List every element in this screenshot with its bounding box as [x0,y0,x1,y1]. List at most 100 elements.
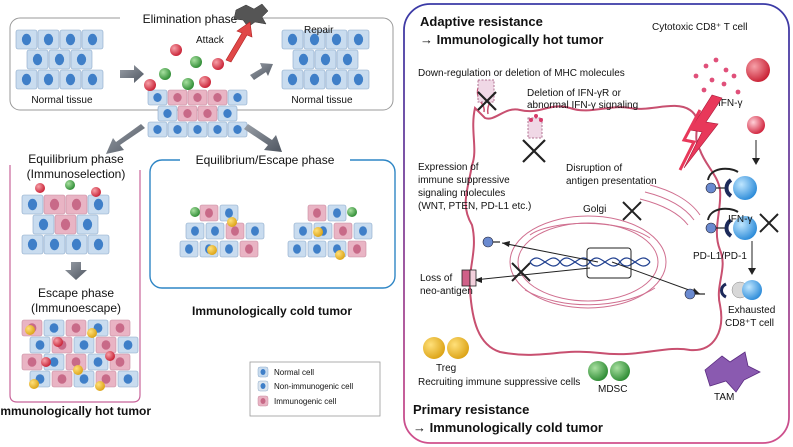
ifn-gamma-molecule [723,67,729,73]
immune-cell [190,207,200,217]
cell-nucleus [115,357,125,367]
cell-nucleus [71,357,81,367]
cell-nucleus [331,73,342,86]
immune-cell [335,250,345,260]
elimination-phase-title: Elimination phase [143,12,238,26]
escape-phase-subtitle: (Immunoescape) [31,301,121,315]
cell-nucleus [309,73,320,86]
cell-nucleus [60,218,71,231]
ifn-gamma-molecule [703,63,709,69]
immune-cell [313,227,323,237]
cell-nucleus [251,226,259,236]
normal-tissue-left-label: Normal tissue [31,95,93,106]
cell-nucleus [79,340,89,350]
treg-cell-icon-2 [447,337,469,359]
cell-nucleus [293,244,301,254]
cell-nucleus [211,226,219,236]
cell-nucleus [245,244,253,254]
suppressive-signaling-label-4: (WNT, PTEN, PD-L1 etc.) [418,201,531,212]
neo-antigen-loss-label-2: neo-antigen [420,286,473,297]
immune-cell [227,217,237,227]
cold-tumor-label: Immunologically cold tumor [192,304,352,318]
immune-cell [73,365,83,375]
equilibrium-phase-title: Equilibrium phase [28,152,124,166]
cell-nucleus [191,226,199,236]
immune-cell [159,68,171,80]
mhc-deleted-x-icon [477,91,497,111]
cell-nucleus [65,33,76,46]
cell-nucleus [21,73,32,86]
cell-nucleus [223,109,232,118]
cell-nucleus [359,226,367,236]
pd1-t-cell-icon [733,176,757,200]
attacked-tissue-cells [147,89,248,138]
elimination-phase-panel: Elimination phase Normal tissue Normal t… [9,3,394,154]
cell-nucleus [115,323,125,333]
ifn-gamma-molecule [709,77,715,83]
cell-nucleus [76,53,87,66]
cell-nucleus [203,109,212,118]
ifn-gamma-x-icon [759,213,779,233]
ifn-gamma-label: IFN-γ [718,98,742,109]
cell-nucleus [71,238,82,251]
cd8-t-cell-label: Cytotoxic CD8⁺ T cell [652,22,748,33]
normal-tissue-left-cells [15,29,104,90]
repair-label: Repair [304,25,334,36]
cell-nucleus [49,198,60,211]
cell-nucleus [93,357,103,367]
neo-antigen-x-icon [511,262,531,282]
normal-tissue-right-label: Normal tissue [291,95,353,106]
escape-phase-title: Escape phase [38,286,114,300]
immune-cell [182,78,194,90]
resistance-panel: Adaptive resistance → Immunologically ho… [403,3,790,444]
cell-nucleus [298,53,309,66]
cell-nucleus [287,73,298,86]
cell-nucleus [123,340,133,350]
cell-nucleus [225,244,233,254]
nucleus-icon [509,215,667,309]
ifn-gamma-dots [693,57,741,95]
immune-cell [35,183,45,193]
cell-nucleus [43,73,54,86]
legend-immunogenic-label: Immunogenic cell [274,397,336,406]
cell-nucleus [213,93,222,102]
cell-nucleus [82,218,93,231]
pdl1-ligand-icon [482,182,725,300]
tumor-cell-membrane [464,104,724,356]
golgi-x-icon [622,201,642,221]
cell-nucleus [71,198,82,211]
suppressive-signaling-label-1: Expression of [418,162,479,173]
equilibrium-phase-subtitle: (Immunoselection) [27,167,126,181]
tam-label: TAM [714,392,734,403]
equilibrium-tissue-cells [21,180,110,255]
exhausted-t-cell-label-1: Exhausted [728,305,775,316]
cell-nucleus [185,244,193,254]
arrow-down-right-icon [244,124,282,152]
cold-tumor-panel: Equilibrium/Escape phase Immunologically… [149,152,396,318]
mdsc-label: MDSC [598,384,627,395]
cell-nucleus [27,238,38,251]
mdsc-cell-icon [588,361,608,381]
cell-nucleus [93,198,104,211]
normal-tissue-right-cells [281,29,370,90]
cold-tumor-cells [179,204,373,260]
immune-cell [199,76,211,88]
cell-nucleus [353,244,361,254]
cell-nucleus [153,93,162,102]
cell-nucleus [21,33,32,46]
dna-icon [529,257,651,267]
cell-nucleus [342,53,353,66]
cell-nucleus [153,125,162,134]
cell-nucleus [71,323,81,333]
cell-nucleus [87,73,98,86]
mhc-downregulation-label: Down-regulation or deletion of MHC molec… [418,68,625,79]
immune-cell [170,44,182,56]
ifn-receptor-label-2: abnormal IFN-γ signaling [527,100,638,111]
cell-nucleus [313,244,321,254]
exhausted-t-cell-label-2: CD8⁺T cell [725,318,774,329]
immune-cell [53,337,63,347]
cell-nucleus [35,340,45,350]
treg-cell-icon [423,337,445,359]
attack-label: Attack [196,35,225,46]
neo-antigen-loss-label-1: Loss of [420,273,452,284]
